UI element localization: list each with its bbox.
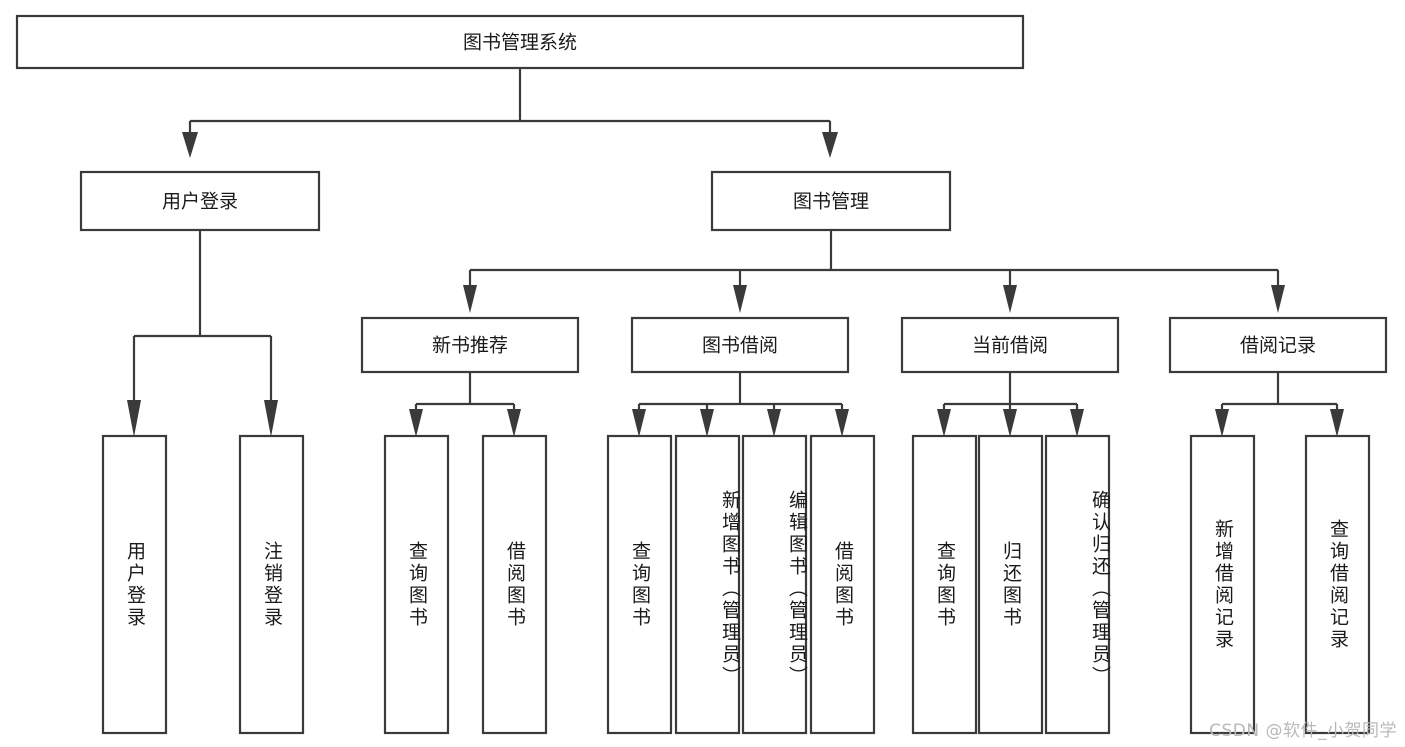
node-current-borrow-label: 当前借阅 [972,335,1048,357]
arrow-to-leaf-bb-3 [835,409,849,437]
arrow-to-leaf-bb-1 [700,409,714,437]
node-root-box [15,14,1025,70]
leaf-box-bb-2[interactable] [741,434,808,735]
arrow-to-leaf-cb-2 [1070,409,1084,437]
node-current-borrow[interactable]: 当前借阅 [900,316,1120,374]
node-borrow-record[interactable]: 借阅记录 [1168,316,1388,374]
node-new-book-recommend[interactable]: 新书推荐 [360,316,580,374]
node-book-manage-box [710,170,952,232]
arrow-to-user-login [182,132,198,158]
node-new-book-recommend-box [360,316,580,374]
node-root[interactable]: 图书管理系统 [15,14,1025,70]
arrow-to-leaf-bb-0 [632,409,646,437]
edge-new-book-recommend-to-leaves [409,372,521,437]
edge-user-login-to-leaves [127,230,278,437]
leaf-box-nbr-1[interactable] [481,434,548,735]
node-book-manage-label: 图书管理 [793,191,869,213]
node-new-book-recommend-label: 新书推荐 [432,335,508,357]
arrow-to-leaf-user-login-0 [127,400,141,437]
leaf-box-user-login-0[interactable] [101,434,168,735]
node-book-manage[interactable]: 图书管理 [710,170,952,232]
node-borrow-record-label: 借阅记录 [1240,335,1316,357]
arrow-to-leaf-cb-0 [937,409,951,437]
node-book-borrow-label: 图书借阅 [702,335,778,357]
arrow-to-leaf-br-1 [1330,409,1344,437]
leaf-box-cb-2[interactable] [1044,434,1111,735]
node-root-label: 图书管理系统 [463,32,577,54]
leaf-box-br-1[interactable] [1304,434,1371,735]
edge-current-borrow-to-leaves [937,372,1084,437]
edge-root-to-level2 [182,68,838,158]
leaf-box-bb-1[interactable] [674,434,741,735]
node-book-borrow-box [630,316,850,374]
watermark-text: CSDN @软件_小贺同学 [1209,721,1397,741]
leaf-box-user-login-1[interactable] [238,434,305,735]
arrow-to-current-borrow [1003,285,1017,313]
arrow-to-book-manage [822,132,838,158]
arrow-to-leaf-bb-2 [767,409,781,437]
node-user-login-label: 用户登录 [162,191,238,213]
leaf-box-br-0[interactable] [1189,434,1256,735]
node-current-borrow-box [900,316,1120,374]
arrow-to-leaf-cb-1 [1003,409,1017,437]
leaf-box-cb-0[interactable] [911,434,978,735]
arrow-to-book-borrow [733,285,747,313]
arrow-to-borrow-record [1271,285,1285,313]
edge-book-manage-to-level3 [463,230,1285,313]
arrow-to-leaf-nbr-1 [507,409,521,437]
leaf-box-bb-0[interactable] [606,434,673,735]
node-user-login[interactable]: 用户登录 [79,170,321,232]
edge-book-borrow-to-leaves [632,372,849,437]
node-book-borrow[interactable]: 图书借阅 [630,316,850,374]
node-borrow-record-box [1168,316,1388,374]
arrow-to-new-book-recommend [463,285,477,313]
edge-borrow-record-to-leaves [1215,372,1344,437]
arrow-to-leaf-user-login-1 [264,400,278,437]
leaf-box-bb-3[interactable] [809,434,876,735]
arrow-to-leaf-br-0 [1215,409,1229,437]
arrow-to-leaf-nbr-0 [409,409,423,437]
leaf-box-nbr-0[interactable] [383,434,450,735]
leaf-box-cb-1[interactable] [977,434,1044,735]
